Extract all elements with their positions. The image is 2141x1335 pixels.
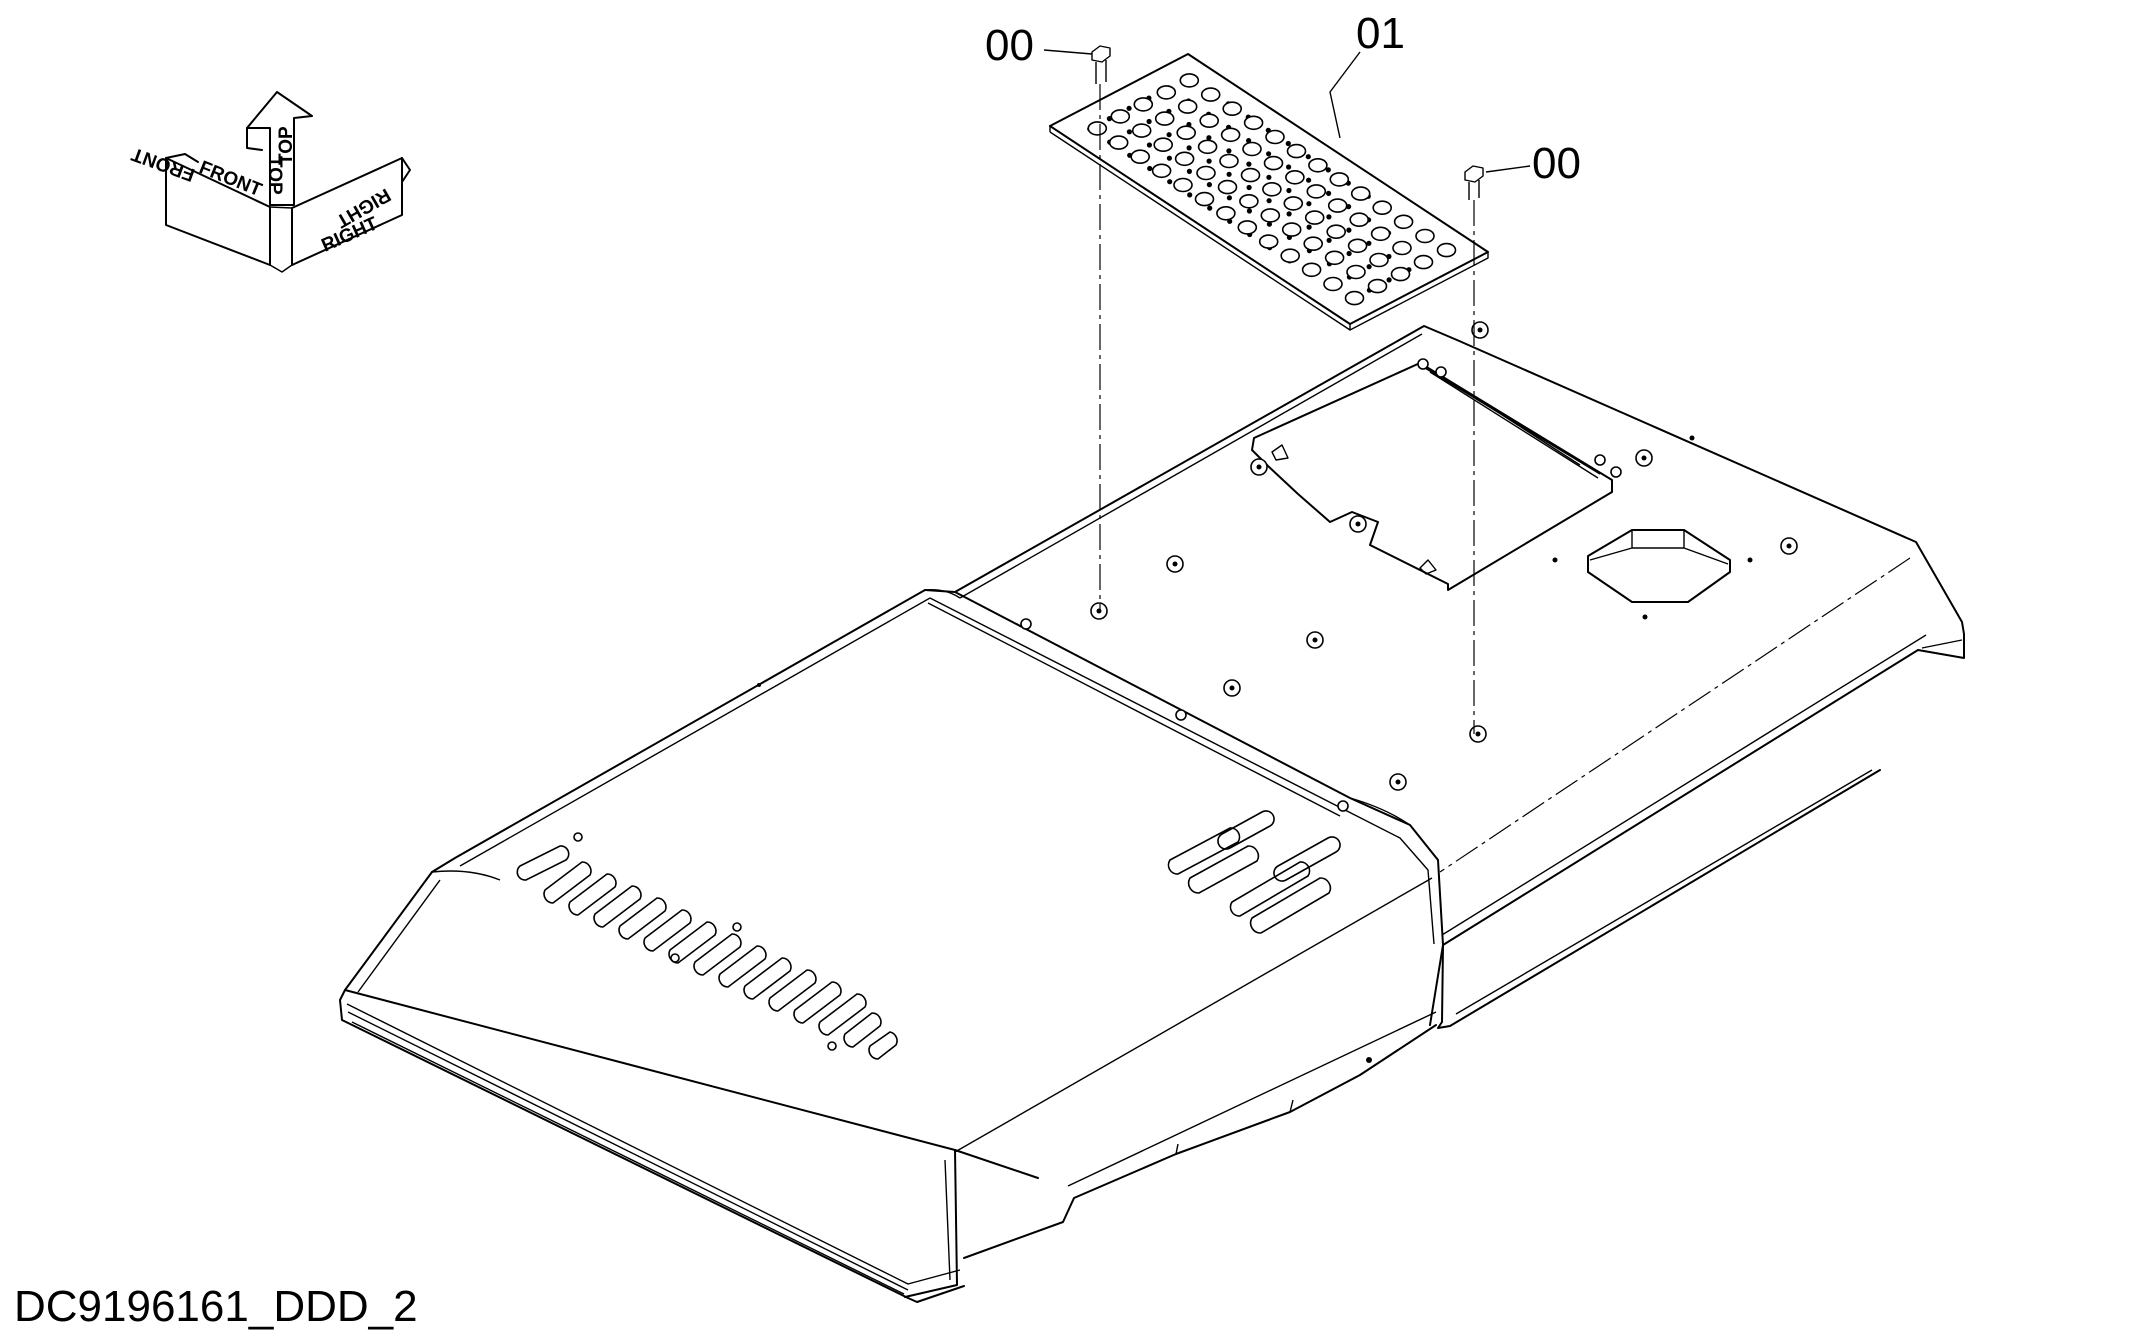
hood-vent-slots [516,845,898,1060]
hex-bolt-icon [1091,45,1111,84]
orientation-front-mirror-label: FRONT [129,143,198,185]
callout-step-plate: 01 [1356,9,1405,58]
callout-bolt-left: 00 [985,21,1034,70]
orientation-top-label: TOP [264,156,285,195]
orientation-top-mirror-label: TOP [276,126,297,165]
callout-leaders [1043,49,1531,173]
orientation-arrows-icon: FRONT FRONT TOP TOP RIGHT RIGHT [129,91,411,273]
drawing-id-label: DC9196161_DDD_2 [14,1282,418,1331]
square-opening [1587,529,1731,603]
bolt-center-lines [1099,84,1475,734]
side-vent-slots [1167,810,1341,934]
cover-body [339,325,1965,1303]
cover-fasteners [573,321,1798,1063]
perforated-step-plate-icon [1049,53,1489,331]
callout-bolt-right: 00 [1532,139,1581,188]
orientation-front-label: FRONT [196,157,265,201]
access-hatch [1251,358,1622,591]
hex-bolt-icon-right [1464,165,1484,200]
